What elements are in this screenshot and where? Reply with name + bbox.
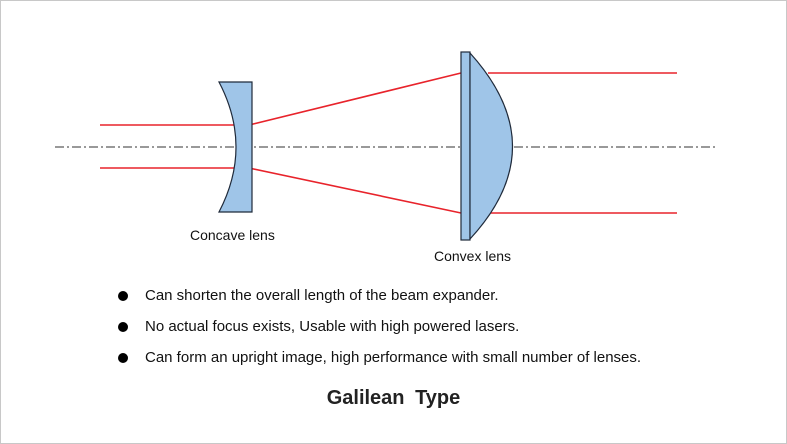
list-item: Can form an upright image, high performa… bbox=[118, 347, 641, 378]
diverging-beam-bottom bbox=[248, 167, 462, 214]
convex-lens-flat-plate bbox=[460, 51, 471, 241]
diagram-title: Galilean Type bbox=[326, 387, 461, 409]
list-item-text: Can form an upright image, high performa… bbox=[145, 349, 642, 366]
feature-list: Can shorten the overall length of the be… bbox=[118, 285, 641, 378]
diverging-beam-top bbox=[248, 72, 462, 126]
bullet-icon bbox=[118, 291, 128, 301]
concave-lens-label: Concave lens bbox=[190, 227, 275, 243]
bullet-icon bbox=[118, 322, 128, 332]
list-item-text: Can shorten the overall length of the be… bbox=[145, 287, 499, 304]
list-item-text: No actual focus exists, Usable with high… bbox=[145, 318, 520, 335]
convex-lens-curved-body bbox=[469, 51, 514, 241]
concave-lens-shape bbox=[218, 81, 253, 213]
list-item: No actual focus exists, Usable with high… bbox=[118, 316, 641, 347]
list-item: Can shorten the overall length of the be… bbox=[118, 285, 641, 316]
bullet-icon bbox=[118, 353, 128, 363]
convex-lens-label: Convex lens bbox=[434, 248, 512, 264]
